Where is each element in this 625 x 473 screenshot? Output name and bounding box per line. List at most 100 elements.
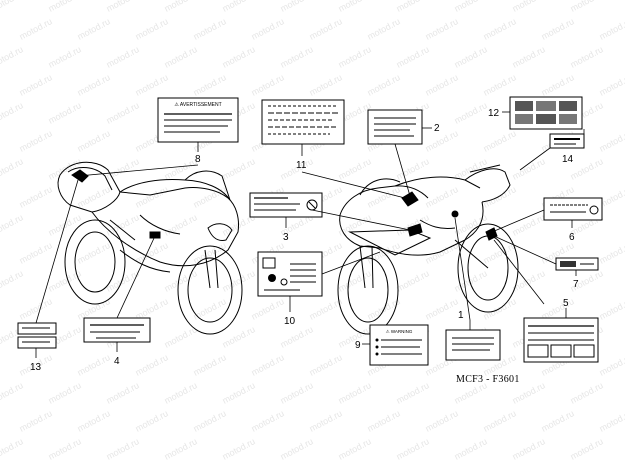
- watermark-text: motod.ru: [221, 380, 257, 406]
- label-12: [509, 96, 583, 130]
- watermark-text: motod.ru: [598, 408, 625, 434]
- watermark-text: motod.ru: [134, 72, 170, 98]
- label-13: [17, 322, 57, 349]
- watermark-text: motod.ru: [395, 44, 431, 70]
- part-number-10: 10: [284, 316, 296, 327]
- watermark-text: motod.ru: [192, 408, 228, 434]
- watermark-text: motod.ru: [395, 268, 431, 294]
- watermark-text: motod.ru: [337, 436, 373, 462]
- watermark-text: motod.ru: [424, 72, 460, 98]
- watermark-text: motod.ru: [0, 100, 25, 126]
- part-number-1: 1: [458, 310, 464, 321]
- watermark-text: motod.ru: [192, 72, 228, 98]
- watermark-text: motod.ru: [0, 436, 25, 462]
- watermark-text: motod.ru: [308, 72, 344, 98]
- watermark-text: motod.ru: [279, 44, 315, 70]
- watermark-text: motod.ru: [163, 0, 199, 14]
- label-7: [555, 257, 599, 271]
- watermark-text: motod.ru: [337, 0, 373, 14]
- watermark-text: motod.ru: [424, 408, 460, 434]
- watermark-text: motod.ru: [250, 296, 286, 322]
- watermark-text: motod.ru: [18, 296, 54, 322]
- watermark-text: motod.ru: [424, 240, 460, 266]
- watermark-text: motod.ru: [0, 380, 25, 406]
- watermark-text: motod.ru: [453, 100, 489, 126]
- watermark-text: motod.ru: [598, 240, 625, 266]
- watermark-text: motod.ru: [105, 100, 141, 126]
- watermark-text: motod.ru: [0, 0, 25, 14]
- watermark-text: motod.ru: [395, 380, 431, 406]
- part-number-7: 7: [573, 279, 579, 290]
- watermark-text: motod.ru: [482, 184, 518, 210]
- watermark-text: motod.ru: [453, 436, 489, 462]
- watermark-text: motod.ru: [221, 44, 257, 70]
- watermark-text: motod.ru: [308, 408, 344, 434]
- watermark-text: motod.ru: [598, 72, 625, 98]
- watermark-text: motod.ru: [250, 72, 286, 98]
- watermark-text: motod.ru: [482, 16, 518, 42]
- watermark-text: motod.ru: [569, 156, 605, 182]
- label-5: [523, 317, 599, 363]
- watermark-text: motod.ru: [163, 212, 199, 238]
- watermark-text: motod.ru: [47, 100, 83, 126]
- watermark-text: motod.ru: [395, 436, 431, 462]
- label-11: [261, 99, 345, 145]
- watermark-text: motod.ru: [192, 296, 228, 322]
- watermark-text: motod.ru: [105, 436, 141, 462]
- watermark-text: motod.ru: [366, 184, 402, 210]
- motorcycle-right-view: [337, 164, 519, 335]
- watermark-text: motod.ru: [47, 44, 83, 70]
- watermark-text: motod.ru: [221, 268, 257, 294]
- watermark-text: motod.ru: [279, 324, 315, 350]
- watermark-text: motod.ru: [192, 352, 228, 378]
- watermark-text: motod.ru: [134, 408, 170, 434]
- watermark-text: motod.ru: [569, 44, 605, 70]
- watermark-text: motod.ru: [279, 436, 315, 462]
- watermark-text: motod.ru: [395, 0, 431, 14]
- motorcycle-left-view: [57, 161, 243, 335]
- watermark-text: motod.ru: [0, 44, 25, 70]
- watermark-text: motod.ru: [424, 128, 460, 154]
- watermark-text: motod.ru: [163, 44, 199, 70]
- watermark-text: motod.ru: [540, 408, 576, 434]
- leader-lines: [35, 111, 585, 358]
- watermark-text: motod.ru: [0, 156, 25, 182]
- watermark-text: motod.ru: [598, 128, 625, 154]
- watermark-text: motod.ru: [453, 44, 489, 70]
- watermark-text: motod.ru: [366, 16, 402, 42]
- watermark-text: motod.ru: [366, 72, 402, 98]
- part-number-12: 12: [488, 108, 500, 119]
- part-number-9: 9: [355, 340, 361, 351]
- watermark-text: motod.ru: [366, 408, 402, 434]
- watermark-text: motod.ru: [47, 268, 83, 294]
- watermark-text: motod.ru: [134, 240, 170, 266]
- watermark-text: motod.ru: [569, 436, 605, 462]
- watermark-text: motod.ru: [76, 408, 112, 434]
- label-4: [83, 317, 151, 343]
- watermark-text: motod.ru: [18, 240, 54, 266]
- watermark-text: motod.ru: [134, 184, 170, 210]
- watermark-text: motod.ru: [569, 380, 605, 406]
- part-number-5: 5: [563, 298, 569, 309]
- watermark-text: motod.ru: [511, 44, 547, 70]
- watermark-text: motod.ru: [221, 0, 257, 14]
- watermark-text: motod.ru: [134, 352, 170, 378]
- part-number-6: 6: [569, 232, 575, 243]
- watermark-text: motod.ru: [105, 380, 141, 406]
- watermark-text: motod.ru: [47, 436, 83, 462]
- watermark-text: motod.ru: [18, 16, 54, 42]
- watermark-text: motod.ru: [47, 380, 83, 406]
- watermark-text: motod.ru: [511, 436, 547, 462]
- watermark-text: motod.ru: [424, 16, 460, 42]
- watermark-text: motod.ru: [76, 352, 112, 378]
- label-9: ⚠ WARNING: [369, 324, 429, 366]
- watermark-text: motod.ru: [163, 436, 199, 462]
- watermark-text: motod.ru: [0, 212, 25, 238]
- watermark-text: motod.ru: [424, 184, 460, 210]
- watermark-text: motod.ru: [0, 268, 25, 294]
- part-number-3: 3: [283, 232, 289, 243]
- watermark-text: motod.ru: [511, 0, 547, 14]
- watermark-text: motod.ru: [163, 380, 199, 406]
- watermark-text: motod.ru: [192, 16, 228, 42]
